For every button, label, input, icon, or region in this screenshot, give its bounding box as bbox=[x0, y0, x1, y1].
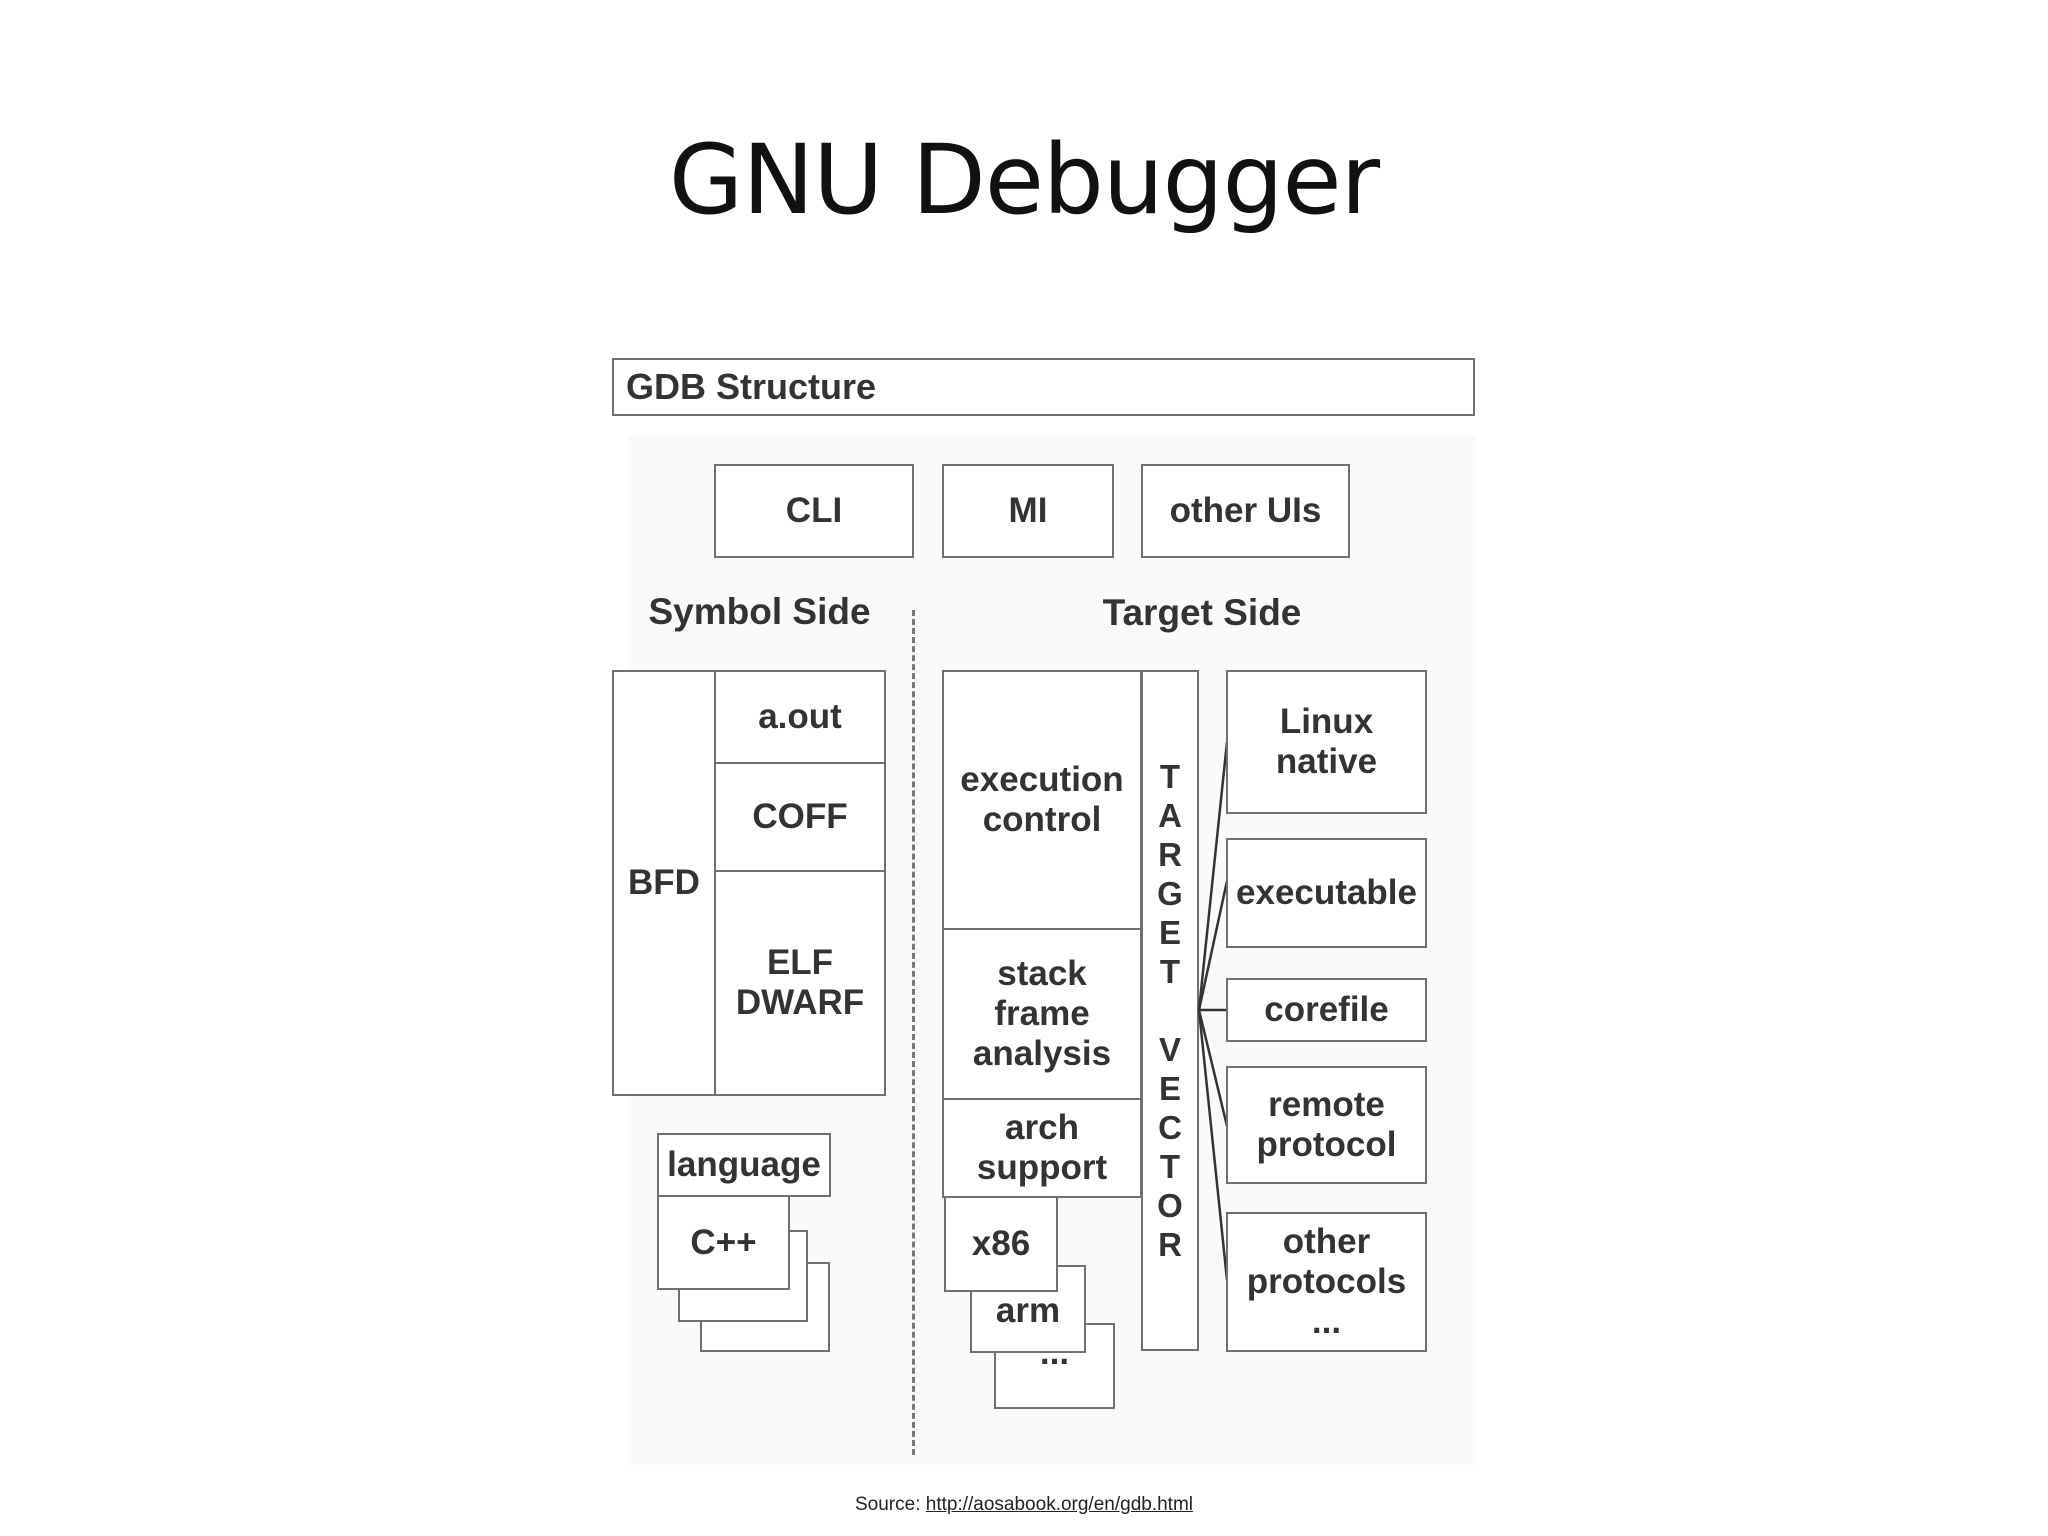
side-divider bbox=[912, 610, 915, 1455]
coff-box: COFF bbox=[714, 762, 886, 872]
target-vector-letter: O bbox=[1157, 1187, 1183, 1224]
symbol-side-label: Symbol Side bbox=[648, 591, 871, 632]
target-vector-letter: T bbox=[1159, 1148, 1181, 1185]
mi-box: MI bbox=[942, 464, 1114, 558]
executable-box: executable bbox=[1226, 838, 1427, 948]
target-vector-letter: E bbox=[1158, 914, 1181, 951]
cli-box: CLI bbox=[714, 464, 914, 558]
target-vector-letter: V bbox=[1158, 1031, 1181, 1068]
cpp-box: C++ bbox=[657, 1195, 790, 1290]
target-side-label: Target Side bbox=[1102, 592, 1302, 633]
arch-x86-box: x86 bbox=[944, 1196, 1058, 1292]
linux-native-box: Linux native bbox=[1226, 670, 1427, 814]
diagram-header: GDB Structure bbox=[612, 358, 1475, 416]
language-box: language bbox=[657, 1133, 831, 1197]
stack-frame-analysis-box: stack frame analysis bbox=[942, 928, 1142, 1100]
corefile-box: corefile bbox=[1226, 978, 1427, 1042]
source-prefix: Source: bbox=[855, 1494, 926, 1515]
slide-title: GNU Debugger bbox=[668, 124, 1380, 236]
aout-box: a.out bbox=[714, 670, 886, 764]
source-citation: Source: http://aosabook.org/en/gdb.html bbox=[0, 1492, 2048, 1518]
target-vector-letter: A bbox=[1158, 797, 1182, 834]
target-vector-letter: E bbox=[1158, 1070, 1181, 1107]
target-vector-letter: C bbox=[1158, 1109, 1182, 1146]
execution-control-box: execution control bbox=[942, 670, 1142, 930]
other-protocols-box: other protocols ... bbox=[1226, 1212, 1427, 1352]
elf-dwarf-box: ELF DWARF bbox=[714, 870, 886, 1096]
target-vector-box bbox=[1141, 670, 1199, 1351]
arch-support-box: arch support bbox=[942, 1098, 1142, 1198]
target-vector-letter: T bbox=[1159, 953, 1181, 990]
target-vector-letter: T bbox=[1159, 758, 1181, 795]
target-vector-letter: R bbox=[1158, 836, 1182, 873]
target-vector-letter: G bbox=[1157, 875, 1183, 912]
bfd-box: BFD bbox=[612, 670, 716, 1096]
target-vector-letter: R bbox=[1158, 1226, 1182, 1263]
source-link[interactable]: http://aosabook.org/en/gdb.html bbox=[925, 1494, 1193, 1515]
other-uis-box: other UIs bbox=[1141, 464, 1350, 558]
remote-protocol-box: remote protocol bbox=[1226, 1066, 1427, 1184]
